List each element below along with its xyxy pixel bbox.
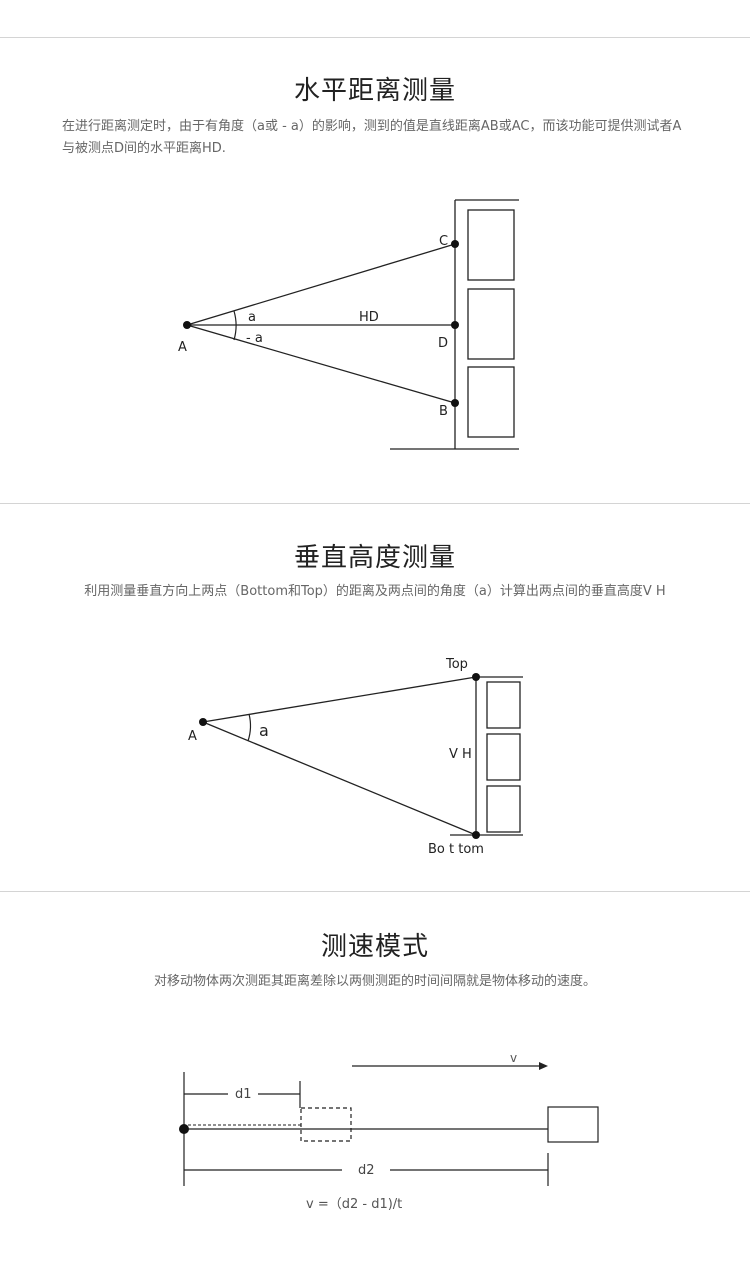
label-point-c: C (439, 234, 448, 249)
speed-formula: v =（d2 - d1)/t (306, 1197, 402, 1212)
measurement-lines (202, 676, 477, 836)
point-b-dot (451, 399, 459, 407)
point-c-dot (451, 240, 459, 248)
label-d1: d1 (235, 1087, 252, 1102)
section-divider-1 (0, 503, 750, 504)
vertical-section-title: 垂直高度测量 (293, 543, 456, 573)
speed-section-title: 测速模式 (320, 932, 429, 962)
label-angle: a (259, 721, 269, 740)
angle-arc (247, 713, 252, 742)
top-dot (472, 673, 480, 681)
bottom-dot (472, 831, 480, 839)
moving-object-box (547, 1106, 599, 1143)
label-point-a: A (188, 729, 197, 744)
label-angle-pos: a (248, 310, 256, 325)
horizontal-section-title: 水平距离测量 (293, 76, 456, 106)
label-height: V H (449, 747, 472, 762)
section-divider-2 (0, 891, 750, 892)
label-d2: d2 (358, 1163, 375, 1178)
horizontal-section-description: 在进行距离测定时，由于有角度（a或 - a）的影响，测到的值是直线距离AB或AC… (62, 119, 682, 156)
top-divider (0, 37, 750, 38)
tick-lines (183, 1072, 549, 1186)
start-point-dot (179, 1124, 189, 1134)
point-a-dot (183, 321, 191, 329)
label-bottom: Bo t tom (428, 842, 484, 857)
label-hd: HD (359, 310, 379, 325)
point-d-dot (451, 321, 459, 329)
label-point-d: D (438, 336, 448, 351)
vertical-section-description: 利用测量垂直方向上两点（Bottom和Top）的距离及两点间的角度（a）计算出两… (84, 584, 666, 599)
point-a-dot (199, 718, 207, 726)
label-point-b: B (439, 404, 448, 419)
building (450, 676, 523, 836)
angle-arc (233, 310, 237, 341)
initial-position-box (300, 1107, 352, 1142)
speed-section-description: 对移动物体两次测距其距离差除以两侧测距的时间间隔就是物体移动的速度。 (153, 974, 596, 989)
measurement-lines (186, 243, 456, 404)
label-point-a: A (178, 340, 187, 355)
building (390, 199, 519, 450)
label-top: Top (445, 657, 468, 672)
label-velocity: v (510, 1051, 517, 1065)
velocity-arrow (352, 1062, 548, 1070)
label-angle-neg: - a (246, 331, 263, 346)
